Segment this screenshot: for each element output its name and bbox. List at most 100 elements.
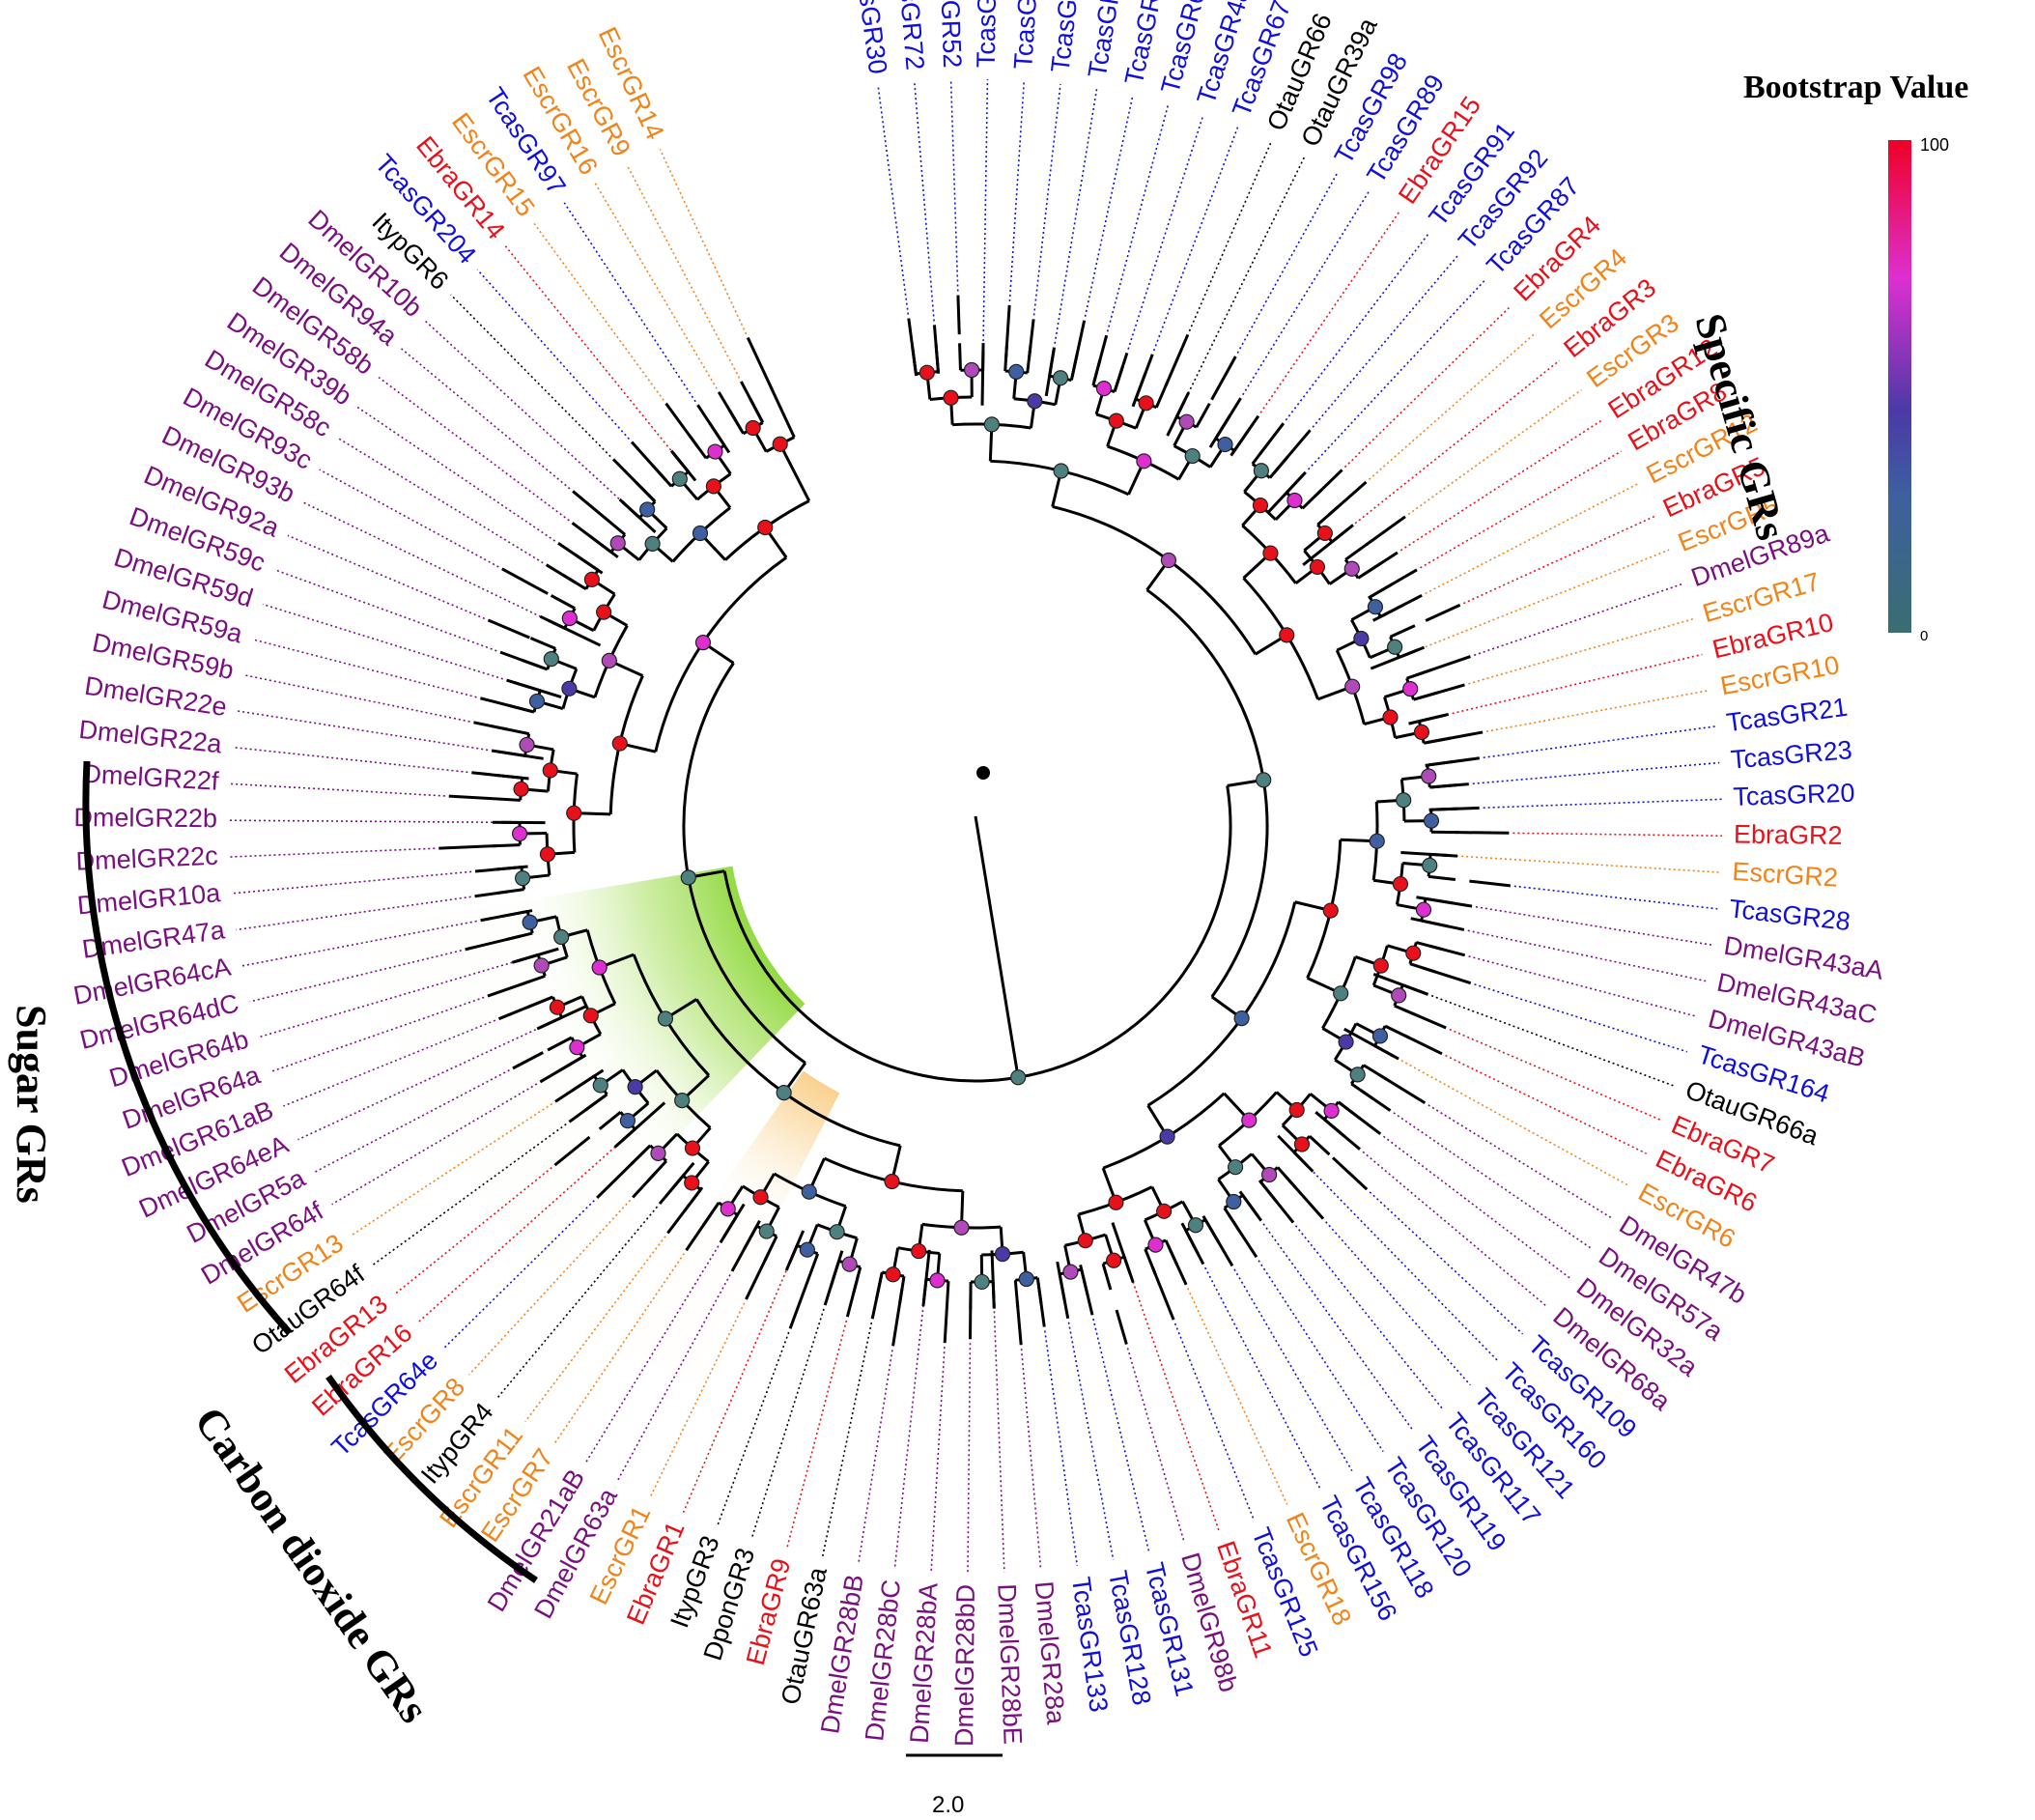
bootstrap-node	[919, 364, 935, 381]
leader-line	[1185, 155, 1306, 399]
leaf-label: TcasGR28	[1728, 894, 1852, 936]
bootstrap-node	[1095, 381, 1113, 397]
leader-line	[594, 183, 718, 389]
bootstrap-node	[519, 736, 535, 754]
leader-line	[626, 164, 741, 379]
leader-line	[982, 79, 989, 347]
leader-line	[401, 348, 571, 490]
bootstrap-node	[692, 525, 709, 542]
leaf-label: TcasGR20	[1733, 779, 1855, 811]
leader-line	[716, 1331, 790, 1527]
leaf-label: TcasGR46	[1008, 0, 1045, 71]
internal-branch	[603, 516, 626, 536]
bootstrap-node	[561, 680, 578, 697]
bootstrap-node	[650, 1145, 666, 1162]
leader-line	[1397, 1057, 1630, 1187]
leaf-label: DmelGR22f	[82, 759, 220, 796]
internal-branch	[1423, 736, 1451, 745]
bootstrap-node	[627, 1079, 643, 1095]
bootstrap-node	[539, 846, 556, 863]
leader-line	[821, 1322, 873, 1557]
bootstrap-node	[674, 1093, 691, 1109]
leader-line	[1343, 304, 1512, 469]
terminal-branch	[1015, 1301, 1023, 1346]
leader-line	[967, 1343, 972, 1573]
bootstrap-node	[619, 1113, 636, 1129]
bootstrap-node	[1010, 1069, 1027, 1086]
bootstrap-node	[720, 1201, 736, 1217]
sugar-grs-bracket	[82, 760, 293, 1336]
leader-line	[1474, 583, 1682, 657]
terminal-branch	[473, 721, 508, 731]
legend-min-label: 0	[1920, 628, 1929, 644]
bootstrap-node	[885, 1266, 901, 1283]
bootstrap-node	[582, 1008, 599, 1024]
bootstrap-node	[1108, 412, 1124, 429]
terminal-branch	[596, 1159, 636, 1199]
bootstrap-node	[553, 928, 570, 946]
terminal-branch	[572, 490, 608, 521]
bootstrap-node	[543, 651, 559, 668]
bootstrap-node	[566, 805, 582, 821]
bootstrap-node	[1187, 1217, 1204, 1234]
internal-branch	[521, 658, 549, 671]
bootstrap-node	[569, 1039, 585, 1056]
internal-branch	[1323, 1118, 1346, 1138]
internal-branch	[1080, 1268, 1089, 1296]
bootstrap-node	[513, 781, 529, 797]
bootstrap-node	[1338, 1034, 1354, 1050]
internal-branch	[496, 888, 524, 896]
leaf-label: EbraGR2	[1734, 820, 1843, 850]
internal-branch	[500, 909, 528, 919]
terminal-branch	[448, 794, 494, 801]
internal-branch	[630, 1144, 652, 1166]
bootstrap-node	[1387, 639, 1403, 655]
internal-branch	[1331, 524, 1354, 544]
bootstrap-node	[1252, 498, 1269, 514]
internal-branch	[493, 797, 521, 802]
internal-branch	[669, 449, 690, 473]
leader-line	[1420, 549, 1670, 650]
internal-branch	[1184, 1230, 1201, 1256]
internal-branch	[1035, 1277, 1043, 1305]
internal-branch	[562, 573, 587, 590]
internal-branch	[1394, 1004, 1421, 1018]
leader-line	[1008, 80, 1026, 301]
leader-line	[331, 1083, 538, 1206]
bootstrap-node	[1309, 558, 1326, 576]
internal-branch	[1091, 358, 1102, 386]
bootstrap-node	[1382, 709, 1399, 725]
internal-branch	[1419, 713, 1446, 724]
leader-line	[252, 639, 477, 698]
internal-branch	[1401, 983, 1429, 996]
leader-line	[230, 782, 445, 797]
internal-branch	[1308, 1135, 1331, 1156]
internal-branch	[529, 637, 556, 650]
bootstrap-node	[963, 361, 980, 379]
leaf-label: TcasGR52	[934, 0, 967, 69]
bootstrap-node	[1027, 393, 1043, 410]
internal-branch	[1164, 1239, 1179, 1265]
internal-branch	[1286, 471, 1307, 495]
internal-branch	[613, 1127, 636, 1149]
internal-branch	[493, 843, 521, 848]
leader-line	[351, 1102, 553, 1237]
bootstrap-node	[1288, 1101, 1305, 1119]
leader-line	[297, 1029, 536, 1141]
terminal-branch	[553, 1135, 591, 1167]
bootstrap-node	[601, 652, 617, 668]
internal-branch	[495, 773, 523, 780]
internal-branch	[583, 1093, 608, 1112]
leader-line	[1399, 419, 1603, 552]
internal-branch	[958, 343, 962, 371]
bootstrap-node	[1227, 1159, 1244, 1176]
bootstrap-node	[1322, 902, 1339, 919]
leaf-label: DmelGR22b	[73, 803, 217, 833]
leader-line	[785, 1320, 848, 1550]
internal-branch	[1363, 1064, 1388, 1081]
leader-line	[1092, 1318, 1150, 1553]
bootstrap-node	[1008, 363, 1025, 380]
bootstrap-node	[772, 436, 788, 452]
internal-branch	[1048, 349, 1056, 377]
leader-line	[584, 1245, 720, 1464]
